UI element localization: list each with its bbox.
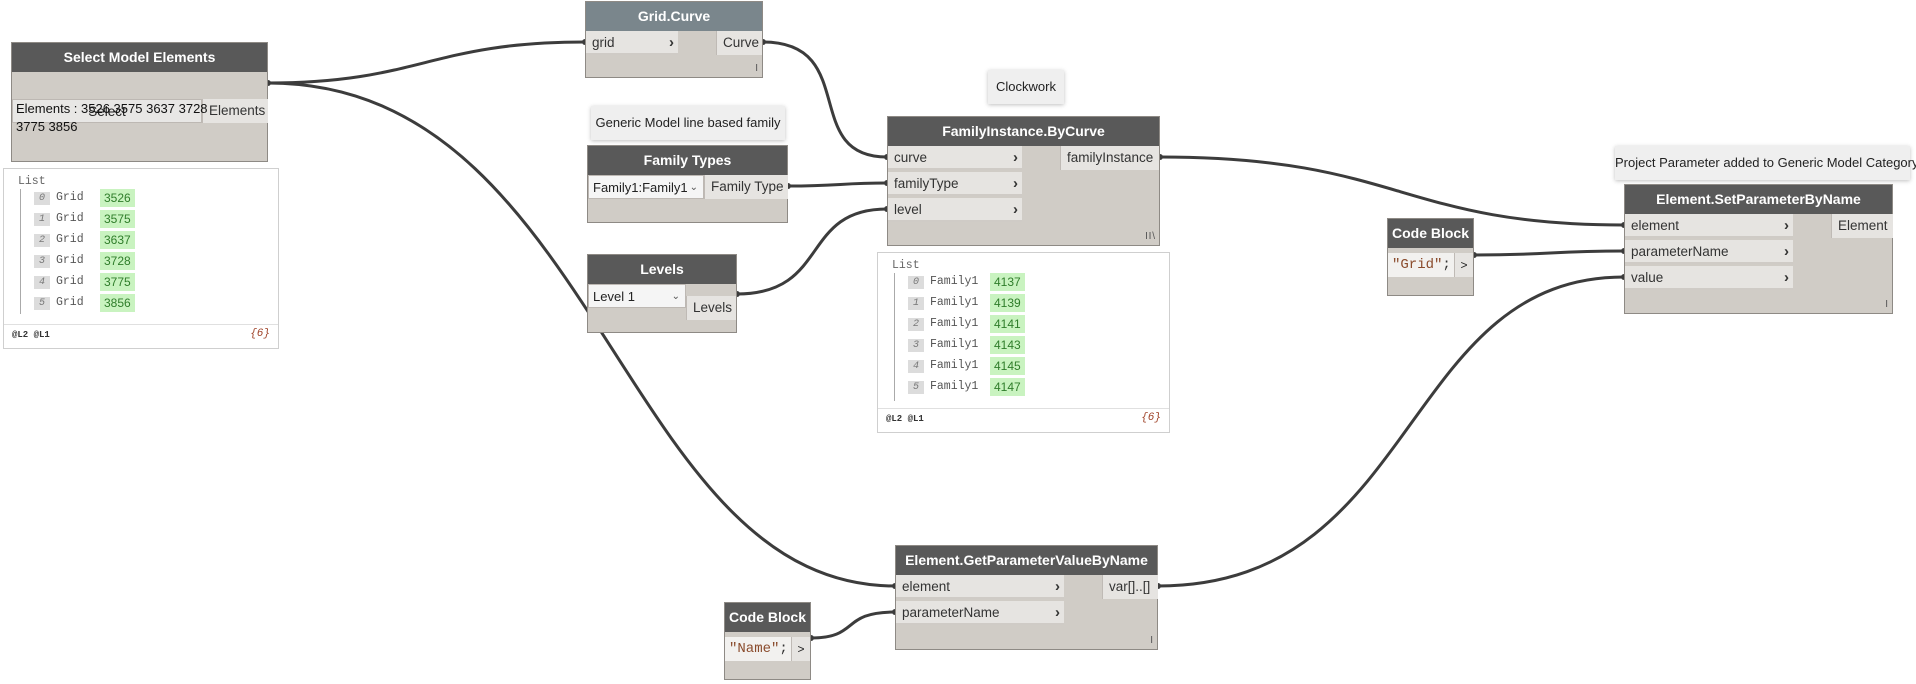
value-output-port[interactable]: var[]..[] <box>1102 575 1158 599</box>
node-title[interactable]: Code Block <box>725 603 810 632</box>
wire-elements-to-get-parameter[interactable] <box>266 81 897 588</box>
grid-curve-node[interactable]: Grid.Curve grid› Curve I <box>585 1 763 78</box>
list-title: List <box>18 175 46 188</box>
preview-divider <box>878 408 1169 409</box>
chevron-right-icon: › <box>1784 269 1789 286</box>
wire-curve-to-curve[interactable] <box>761 40 889 159</box>
code-input[interactable]: "Name"; <box>725 637 791 661</box>
chevron-right-icon: › <box>1013 175 1018 192</box>
curve-input-port[interactable]: curve› <box>888 146 1022 170</box>
select-button[interactable]: Select <box>12 99 202 123</box>
level-dropdown[interactable]: Level 1⌄ <box>588 284 686 308</box>
element-input-port[interactable]: element› <box>1625 214 1793 238</box>
code-input[interactable]: "Grid"; <box>1388 253 1454 277</box>
chevron-right-icon: › <box>1055 578 1060 595</box>
lacing-icon: I <box>1150 635 1153 646</box>
node-title[interactable]: Family Types <box>588 146 787 175</box>
value-input-port[interactable]: value› <box>1625 266 1793 290</box>
wire-familytype-to-familytype[interactable] <box>786 181 889 188</box>
wire-grid-code-to-parameter-name[interactable] <box>1472 249 1626 257</box>
wire-familyinstance-to-element[interactable] <box>1158 155 1626 227</box>
element-output-port[interactable]: Element <box>1831 214 1893 238</box>
lacing-icon: I <box>755 63 758 74</box>
chevron-right-icon: › <box>1784 217 1789 234</box>
elements-output-port[interactable]: Elements <box>202 99 268 123</box>
family-instance-output-port[interactable]: familyInstance <box>1060 146 1159 170</box>
node-title[interactable]: Element.GetParameterValueByName <box>896 546 1157 575</box>
chevron-right-icon: › <box>1784 243 1789 260</box>
wire-name-code-to-parameter-name[interactable] <box>809 610 897 640</box>
node-title[interactable]: Element.SetParameterByName <box>1625 185 1892 214</box>
list-count: {6} <box>1141 412 1161 424</box>
tree-line <box>20 189 21 314</box>
list-levels[interactable]: @L2 @L1 <box>886 414 924 424</box>
family-types-node[interactable]: Family Types Family1:Family1⌄ Family Typ… <box>587 145 788 223</box>
family-type-input-port[interactable]: familyType› <box>888 172 1022 196</box>
list-levels[interactable]: @L2 @L1 <box>12 330 50 340</box>
code-block-grid-node[interactable]: Code Block "Grid"; > <box>1387 218 1474 296</box>
list-title: List <box>892 259 920 272</box>
lacing-icon: I I \ <box>1145 231 1155 242</box>
levels-output-port[interactable]: Levels <box>686 296 736 320</box>
level-input-port[interactable]: level› <box>888 198 1022 222</box>
list-count: {6} <box>250 328 270 340</box>
chevron-down-icon: ⌄ <box>689 182 698 193</box>
node-title[interactable]: FamilyInstance.ByCurve <box>888 117 1159 146</box>
levels-node[interactable]: Levels Level 1⌄ Levels <box>587 254 737 333</box>
family-instance-by-curve-node[interactable]: FamilyInstance.ByCurve curve› familyType… <box>887 116 1160 246</box>
wire-get-value-to-value[interactable] <box>1156 275 1626 588</box>
node-title[interactable]: Grid.Curve <box>586 2 762 31</box>
chevron-right-icon: › <box>1013 201 1018 218</box>
node-title[interactable]: Code Block <box>1388 219 1473 248</box>
element-set-parameter-by-name-node[interactable]: Element.SetParameterByName element› para… <box>1624 184 1893 314</box>
family-type-dropdown[interactable]: Family1:Family1⌄ <box>588 175 704 199</box>
chevron-right-icon: › <box>1013 149 1018 166</box>
element-get-parameter-value-by-name-node[interactable]: Element.GetParameterValueByName element›… <box>895 545 1158 650</box>
clockwork-note[interactable]: Clockwork <box>988 70 1064 104</box>
chevron-right-icon: › <box>1055 604 1060 621</box>
code-block-name-node[interactable]: Code Block "Name"; > <box>724 602 811 680</box>
lacing-icon: I <box>1885 299 1888 310</box>
parameter-name-input-port[interactable]: parameterName› <box>896 601 1064 625</box>
curve-output-port[interactable]: Curve <box>716 31 762 55</box>
element-input-port[interactable]: element› <box>896 575 1064 599</box>
tree-line <box>894 273 895 401</box>
wire-elements-to-grid[interactable] <box>266 40 587 85</box>
code-output-port[interactable]: > <box>1454 253 1473 277</box>
select-model-elements-node[interactable]: Select Model Elements Select Elements El… <box>11 42 268 162</box>
node-title[interactable]: Levels <box>588 255 736 284</box>
parameter-name-input-port[interactable]: parameterName› <box>1625 240 1793 264</box>
chevron-down-icon: ⌄ <box>671 291 680 302</box>
wire-levels-to-level[interactable] <box>735 207 889 296</box>
family-type-output-port[interactable]: Family Type <box>704 175 788 199</box>
selected-elements-text: Elements : 3526 3575 3637 3728 3775 3856 <box>16 101 208 134</box>
generic-model-note[interactable]: Generic Model line based family <box>591 106 785 140</box>
code-output-port[interactable]: > <box>791 637 810 661</box>
preview-divider <box>4 324 278 325</box>
grid-input-port[interactable]: grid› <box>586 31 678 55</box>
project-parameter-note[interactable]: Project Parameter added to Generic Model… <box>1615 146 1916 180</box>
node-title[interactable]: Select Model Elements <box>12 43 267 72</box>
chevron-right-icon: › <box>669 34 674 51</box>
